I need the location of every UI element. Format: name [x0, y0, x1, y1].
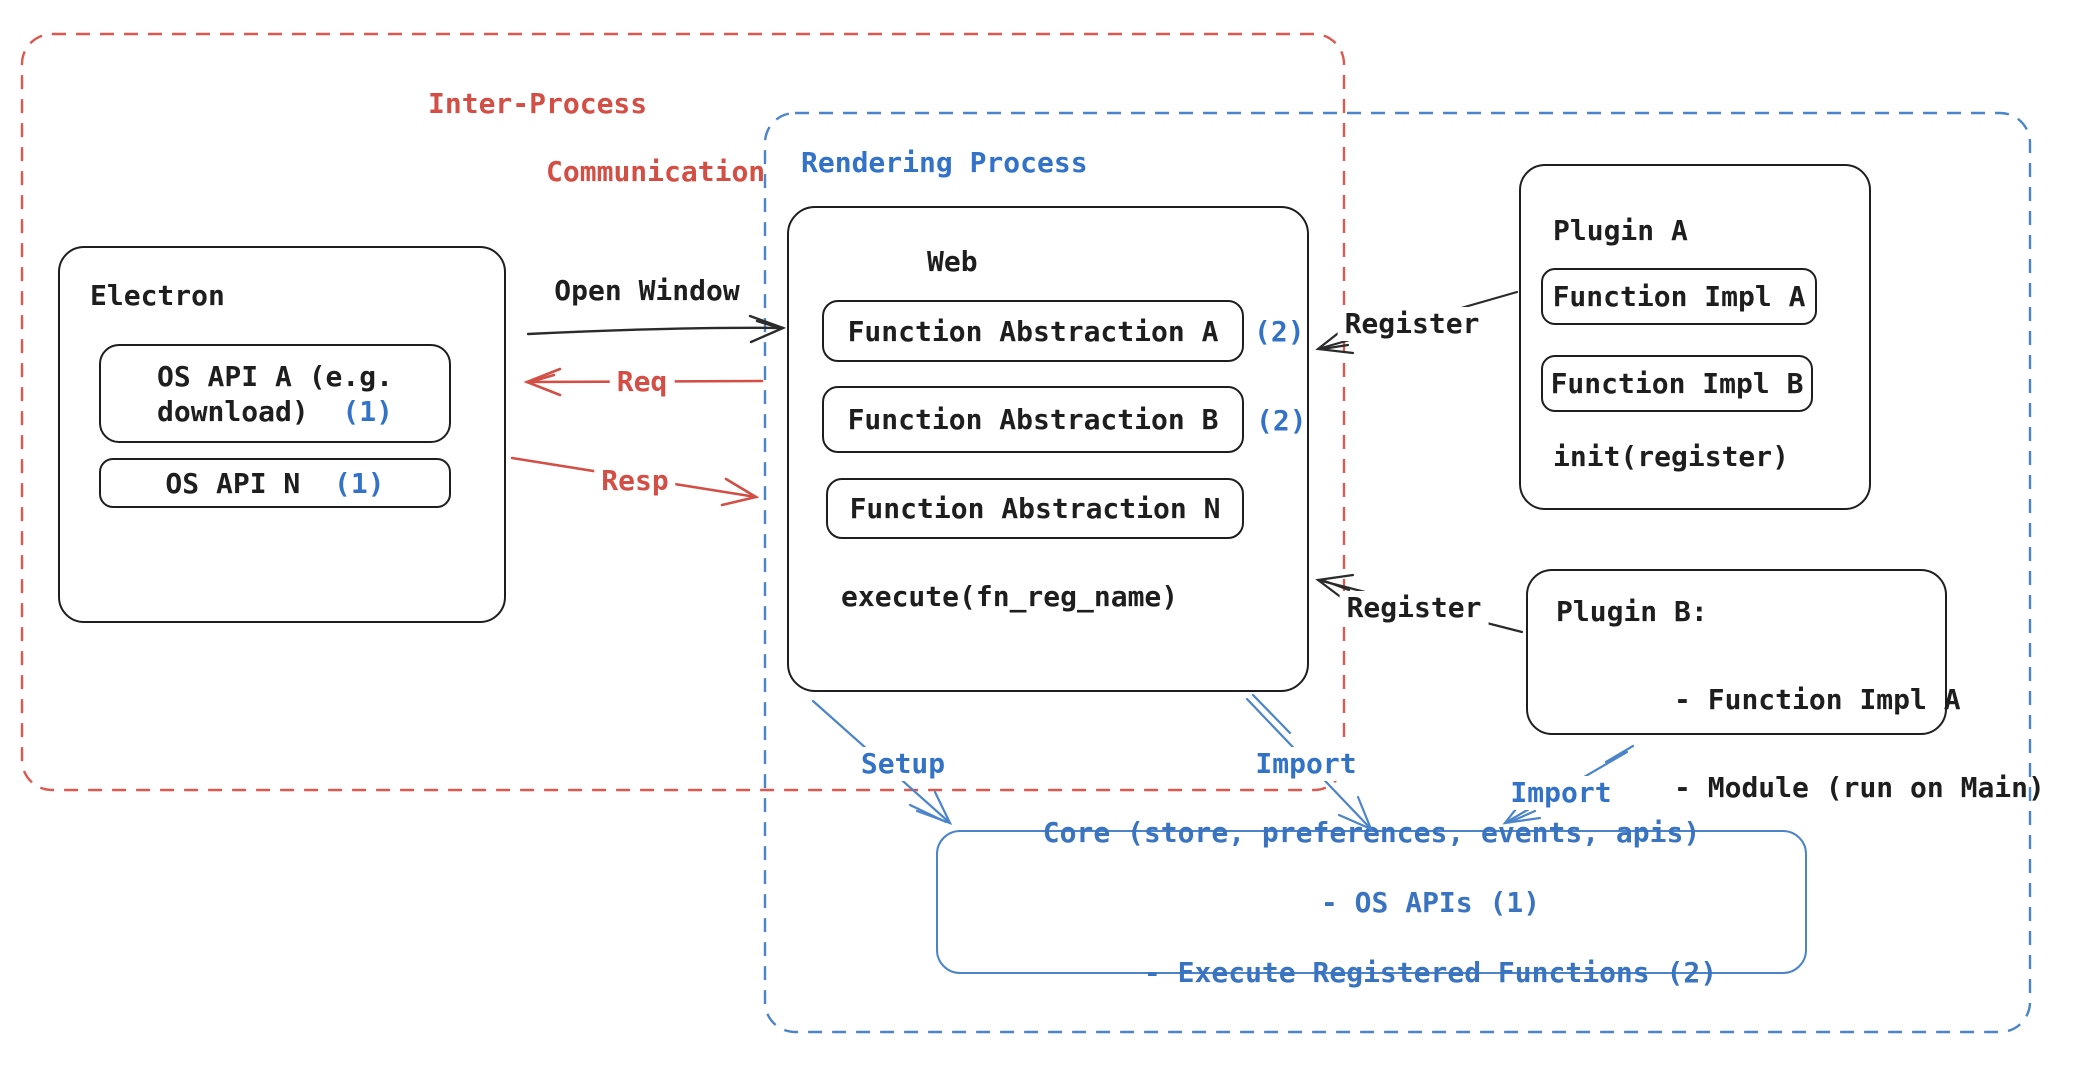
plugin-b-item2: - Module (run on Main) — [1674, 771, 2045, 804]
register-a-label: Register — [1337, 307, 1487, 341]
execute-function-text: execute(fn_reg_name) — [841, 580, 1179, 613]
function-abstraction-a-text: Function Abstraction A — [847, 314, 1219, 348]
function-impl-a-text: Function Impl A — [1552, 280, 1806, 313]
rendering-region-outline — [763, 111, 2032, 1034]
plugin-b-box — [1526, 569, 1947, 735]
req-label: Req — [609, 365, 675, 399]
os-api-n-label: OS API N — [165, 466, 301, 500]
function-abstraction-n-box — [826, 478, 1244, 539]
ipc-label-line2: Communication — [546, 155, 766, 188]
init-register-text: init(register) — [1553, 440, 1790, 473]
core-line2: - OS APIs (1) — [1320, 885, 1541, 919]
os-api-a-line1: OS API A (e.g. — [156, 359, 393, 393]
open-window-arrow — [526, 314, 787, 344]
function-impl-b-box — [1541, 355, 1813, 412]
function-impl-b-text: Function Impl B — [1550, 367, 1804, 400]
rendering-region-label: Rendering Process — [801, 146, 1088, 179]
os-api-a-line2: download) — [156, 394, 309, 428]
function-abstraction-a-box — [822, 300, 1244, 362]
plugin-a-title: Plugin A — [1553, 214, 1688, 247]
core-line3: - Execute Registered Functions (2) — [1143, 955, 1718, 989]
os-api-n-badge: (1) — [334, 466, 385, 500]
web-title: Web — [927, 245, 978, 278]
core-box — [936, 830, 1807, 974]
resp-label: Resp — [594, 464, 676, 498]
os-api-a-box — [99, 344, 451, 443]
import-mid-label: Import — [1248, 747, 1364, 781]
function-abstraction-a-badge: (2) — [1254, 315, 1305, 348]
plugin-b-item1: - Function Impl A — [1674, 683, 1961, 716]
function-abstraction-n-text: Function Abstraction N — [849, 492, 1221, 525]
function-abstraction-b-badge: (2) — [1256, 404, 1307, 437]
open-window-label: Open Window — [547, 274, 747, 308]
function-impl-a-box — [1541, 268, 1817, 325]
os-api-a-text: OS API A (e.g.download) (1) — [99, 344, 451, 443]
ipc-region-outline — [20, 32, 1346, 792]
ipc-label-line1: Inter-Process — [428, 87, 648, 120]
setup-label: Setup — [853, 747, 953, 781]
ipc-region-label: Inter-Process Communication — [428, 87, 765, 189]
function-abstraction-b-text: Function Abstraction B — [847, 403, 1219, 436]
plugin-a-box — [1519, 164, 1871, 510]
web-box — [787, 206, 1309, 692]
electron-box — [58, 246, 506, 623]
os-api-n-text: OS API N (1) — [99, 458, 451, 508]
os-api-n-box — [99, 458, 451, 508]
plugin-b-text: Plugin B: - Function Impl A - Module (ru… — [1556, 590, 2045, 810]
function-abstraction-b-box — [822, 386, 1244, 453]
electron-title: Electron — [90, 279, 225, 312]
import-plugin-label: Import — [1503, 776, 1619, 810]
register-b-label: Register — [1339, 591, 1489, 625]
os-api-a-badge: (1) — [342, 394, 393, 428]
plugin-b-title: Plugin B: — [1556, 595, 1708, 628]
